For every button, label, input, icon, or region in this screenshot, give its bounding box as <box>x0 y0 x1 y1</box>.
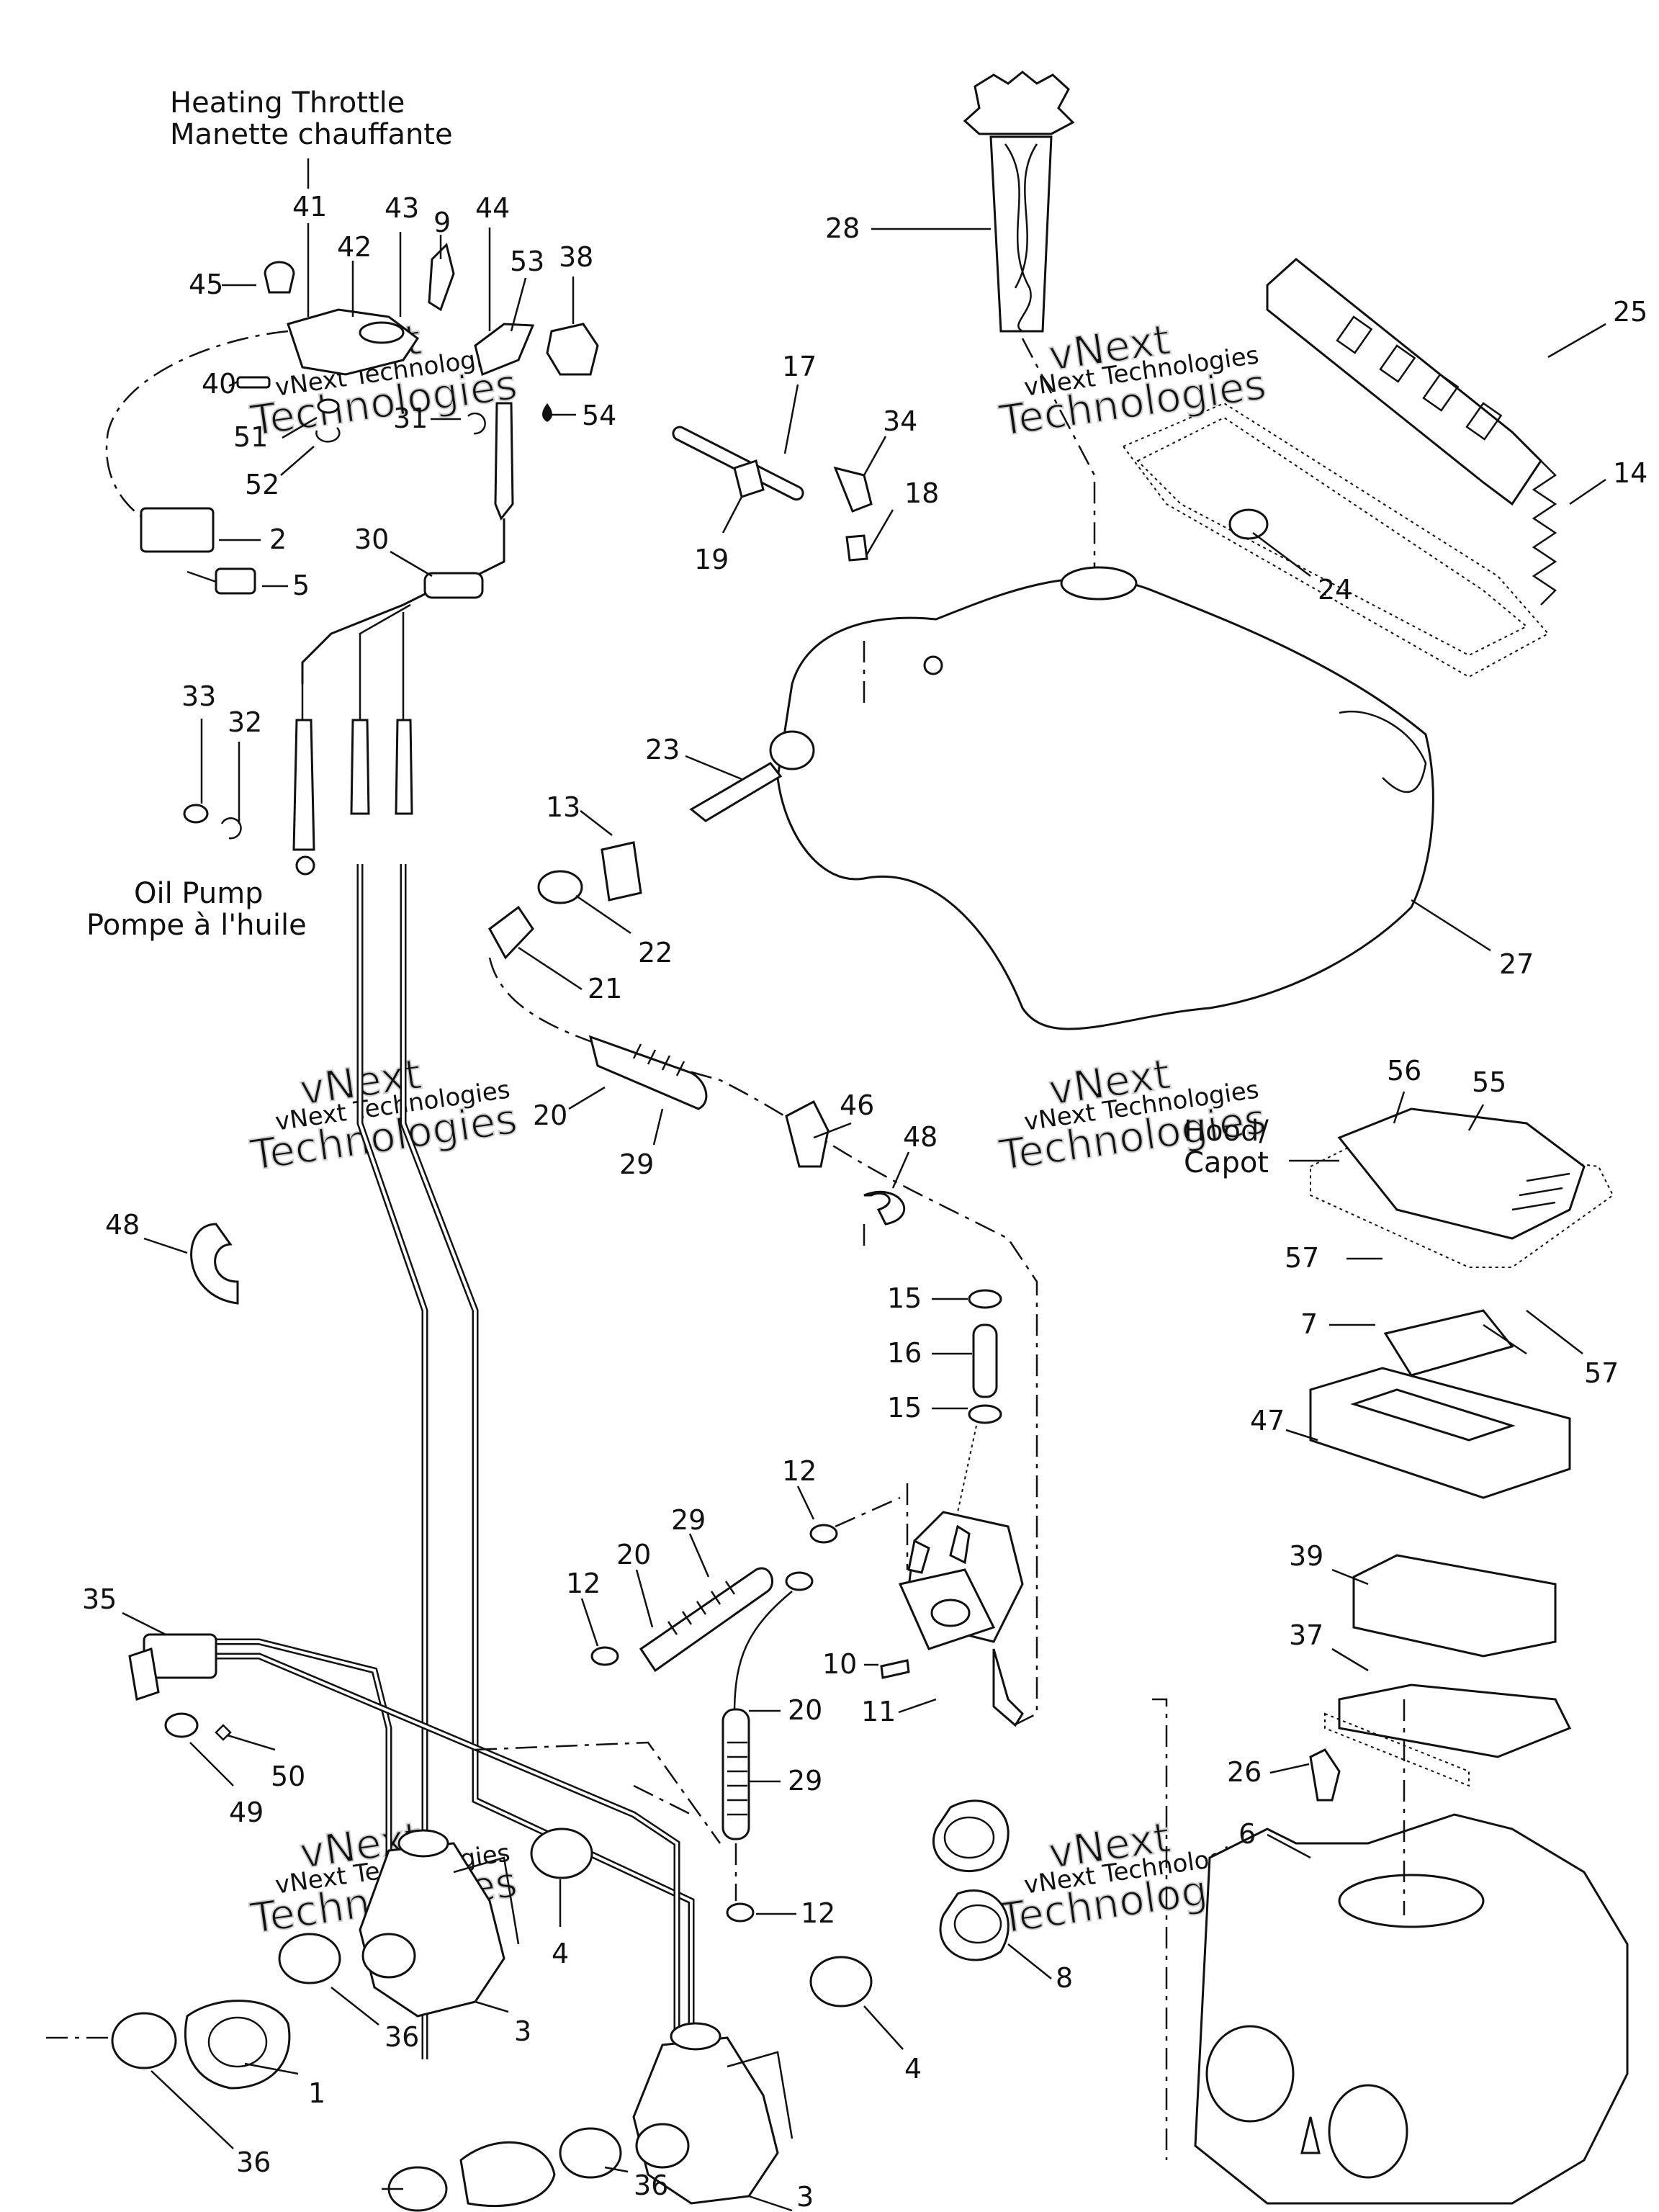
callout-19: 19 <box>694 544 729 575</box>
callout-27: 27 <box>1499 948 1534 980</box>
callout-21: 21 <box>588 973 622 1004</box>
callout-6: 6 <box>1238 1818 1256 1850</box>
callout-48: 48 <box>903 1121 938 1153</box>
callout-12: 12 <box>566 1568 601 1599</box>
heating-throttle-assembly <box>105 243 599 876</box>
callout-numbers: 45 41 42 43 9 44 53 38 40 51 52 31 54 2 … <box>82 191 1647 2212</box>
callout-32: 32 <box>228 706 262 738</box>
callout-24: 24 <box>1318 574 1352 606</box>
callout-36: 36 <box>385 2021 419 2053</box>
callout-52: 52 <box>245 469 279 500</box>
heating-throttle-caption: Heating Throttle <box>170 86 405 120</box>
airbox-assembly <box>1152 1107 1629 2205</box>
callout-49: 49 <box>229 1797 264 1828</box>
heating-throttle-caption-fr: Manette chauffante <box>170 118 453 151</box>
callout-20: 20 <box>616 1539 651 1570</box>
callout-11: 11 <box>861 1696 896 1727</box>
callout-15: 15 <box>887 1282 922 1314</box>
callout-41: 41 <box>292 191 327 222</box>
callout-4: 4 <box>904 2053 922 2085</box>
callout-44: 44 <box>475 192 510 224</box>
callout-16: 16 <box>887 1337 922 1369</box>
callout-50: 50 <box>271 1761 305 1792</box>
primer-assembly <box>128 1633 232 1741</box>
intake-clamps <box>43 1799 1010 2212</box>
callout-2: 2 <box>269 523 287 555</box>
callout-17: 17 <box>782 351 817 382</box>
callout-9: 9 <box>433 207 451 238</box>
callout-4: 4 <box>552 1938 569 1969</box>
callout-5: 5 <box>292 570 310 601</box>
callout-13: 13 <box>546 791 580 823</box>
callout-42: 42 <box>337 231 372 263</box>
captions: Heating Throttle Manette chauffante Oil … <box>86 86 1339 1179</box>
callout-3: 3 <box>796 2181 814 2212</box>
callout-12: 12 <box>782 1455 817 1487</box>
fuel-fittings-center <box>488 762 1038 1730</box>
callout-22: 22 <box>638 937 673 968</box>
callout-37: 37 <box>1289 1619 1323 1651</box>
callout-leaders <box>122 223 1606 2212</box>
callout-34: 34 <box>883 405 917 437</box>
callout-36: 36 <box>236 2146 271 2178</box>
callout-15: 15 <box>887 1392 922 1424</box>
callout-10: 10 <box>822 1648 857 1680</box>
callout-56: 56 <box>1387 1055 1421 1087</box>
carburetors <box>359 1741 793 2205</box>
hood-caption: Hood/ <box>1184 1115 1269 1148</box>
strap-assembly <box>1122 258 1557 678</box>
callout-20: 20 <box>533 1100 567 1131</box>
callout-43: 43 <box>385 192 419 224</box>
callout-3: 3 <box>514 2015 531 2047</box>
callout-35: 35 <box>82 1583 117 1615</box>
callout-47: 47 <box>1250 1405 1285 1437</box>
callout-26: 26 <box>1227 1756 1262 1788</box>
callout-46: 46 <box>840 1089 874 1121</box>
fuel-line-mid <box>590 1496 901 1923</box>
fuel-line-top <box>672 426 873 562</box>
callout-39: 39 <box>1289 1540 1323 1572</box>
callout-28: 28 <box>825 212 860 244</box>
callout-23: 23 <box>645 734 680 765</box>
callout-51: 51 <box>233 421 268 453</box>
callout-29: 29 <box>619 1148 654 1180</box>
callout-48: 48 <box>105 1209 140 1241</box>
callout-57: 57 <box>1285 1242 1319 1274</box>
callout-31: 31 <box>393 403 428 434</box>
fuel-tank-assembly <box>769 71 1434 1030</box>
callout-29: 29 <box>788 1765 822 1797</box>
callout-40: 40 <box>202 368 236 400</box>
callout-1: 1 <box>308 2077 325 2109</box>
callout-29: 29 <box>671 1504 706 1536</box>
callout-53: 53 <box>510 246 544 277</box>
callout-30: 30 <box>354 523 389 555</box>
callout-54: 54 <box>582 400 616 431</box>
callout-14: 14 <box>1613 457 1647 489</box>
callout-8: 8 <box>1056 1962 1073 1994</box>
callout-18: 18 <box>904 477 939 509</box>
callout-12: 12 <box>801 1897 835 1929</box>
hood-caption-fr: Capot <box>1184 1146 1269 1179</box>
oil-pump-caption-fr: Pompe à l'huile <box>86 909 307 942</box>
fuel-pump-assembly <box>880 1425 1024 1727</box>
callout-55: 55 <box>1472 1066 1506 1098</box>
callout-25: 25 <box>1613 296 1647 328</box>
callout-38: 38 <box>559 241 593 273</box>
callout-7: 7 <box>1300 1308 1318 1340</box>
oil-pump-cables <box>202 864 695 2088</box>
callout-57: 57 <box>1584 1357 1619 1389</box>
callout-20: 20 <box>788 1694 822 1726</box>
callout-36: 36 <box>634 2170 668 2201</box>
watermarks: vNext vNext Technologies Technologies vN… <box>246 314 1269 1943</box>
hose-segment <box>968 1289 1002 1424</box>
callout-33: 33 <box>181 680 216 712</box>
oil-pump-caption: Oil Pump <box>134 877 264 910</box>
callout-45: 45 <box>189 269 223 300</box>
clip-48-left <box>190 1223 239 1305</box>
